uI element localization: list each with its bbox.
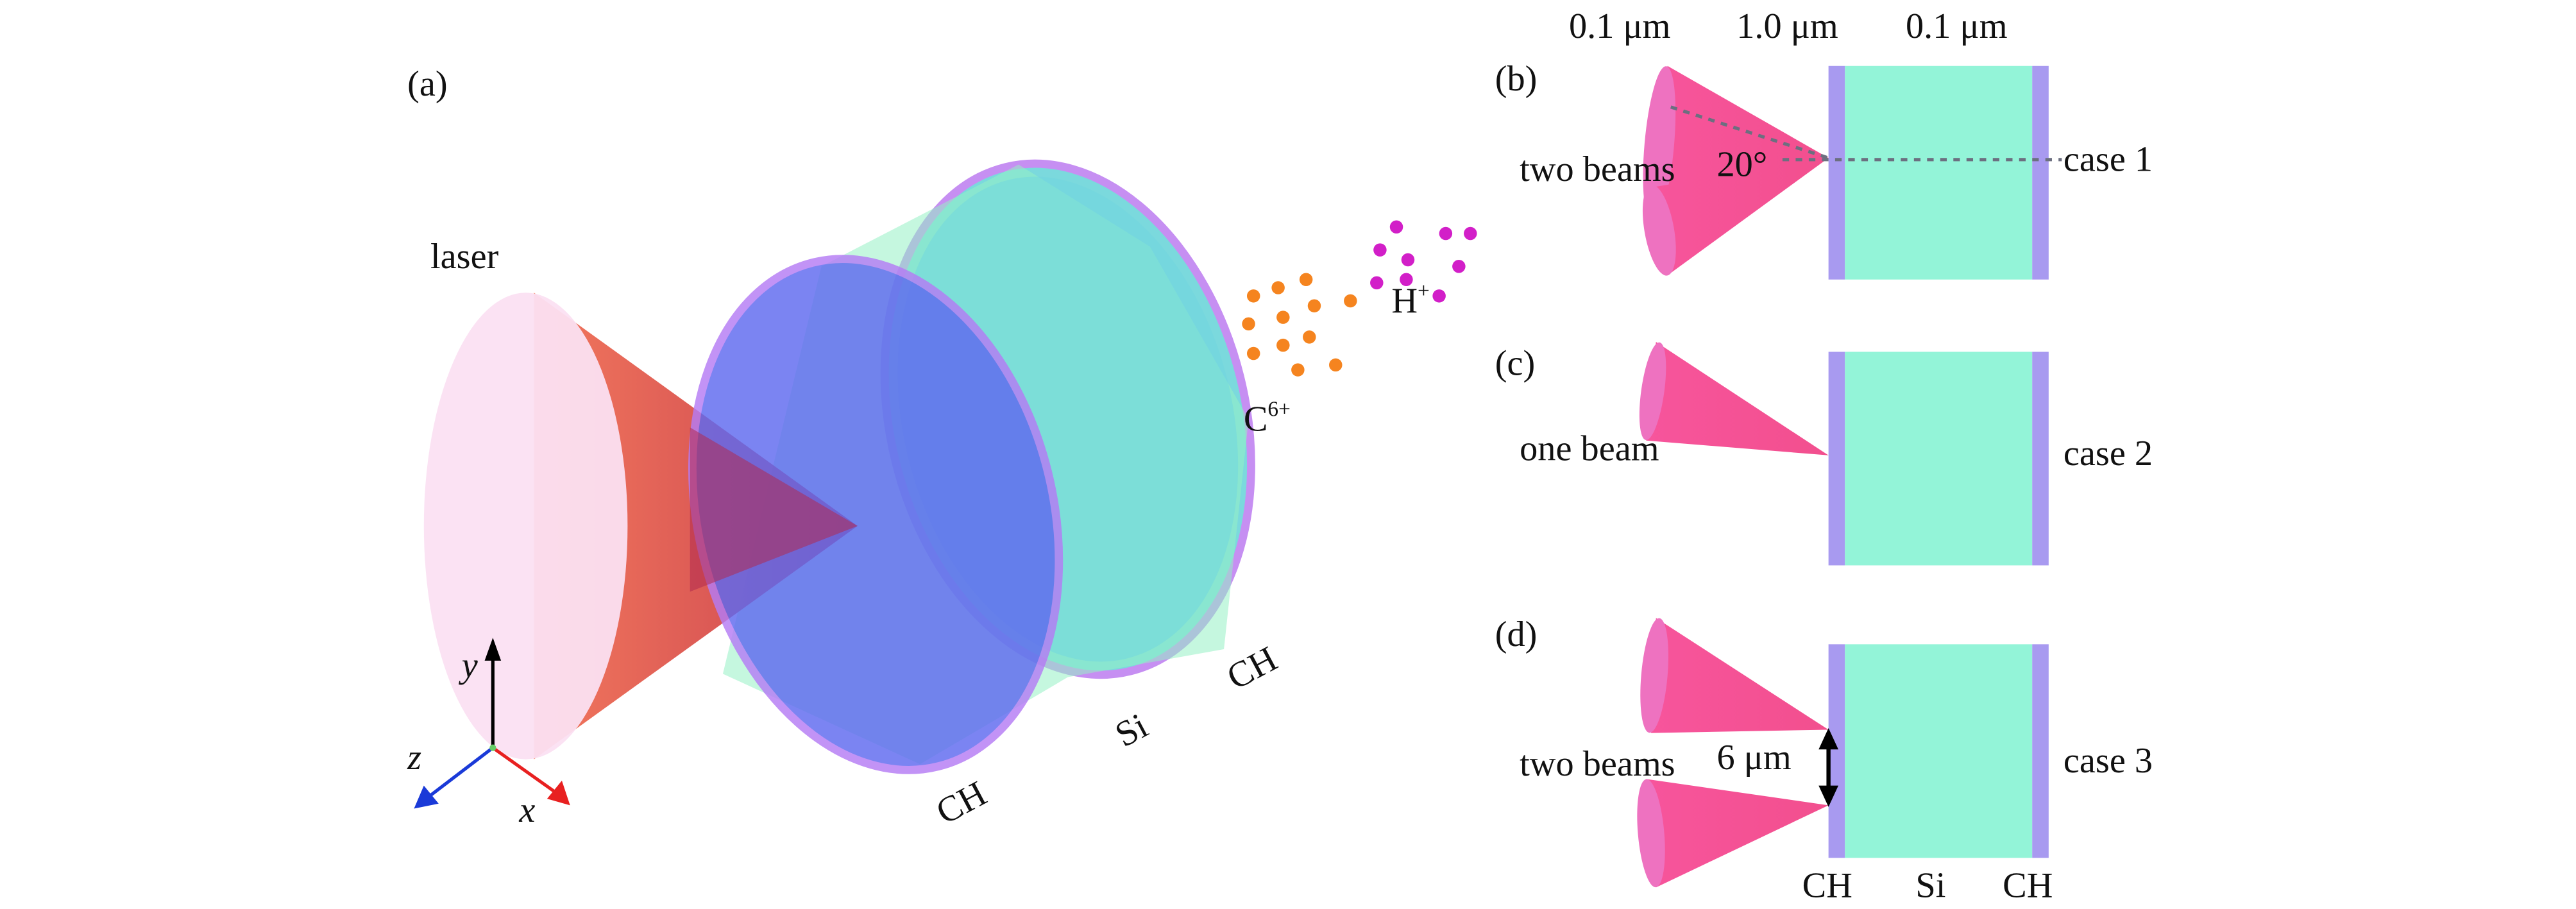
case-label-d: case 3 <box>2063 741 2153 781</box>
laser-cone-inside <box>690 427 858 592</box>
panel-d-label: (d) <box>1495 615 1538 654</box>
coordinate-axes <box>414 638 570 809</box>
si-label: Si <box>1109 706 1155 755</box>
beam-label-c: one beam <box>1520 429 1659 468</box>
z-arrow-icon <box>414 785 439 809</box>
proton-label: H+ <box>1391 279 1429 321</box>
x-arrow-icon <box>547 780 570 806</box>
back-ch-label: CH <box>1221 639 1284 697</box>
carbon-ions <box>1242 273 1357 377</box>
laser-label: laser <box>430 237 499 276</box>
bottom-label-ch-front: CH <box>1802 866 1852 906</box>
separation-label: 6 μm <box>1716 738 1791 777</box>
laser-cone-base <box>423 293 628 760</box>
x-axis-label: x <box>518 790 535 830</box>
separation-double-arrow <box>1818 727 1839 807</box>
target-slab-d <box>1828 644 2049 858</box>
thickness-ch-back: 0.1 μm <box>1906 6 2008 46</box>
bottom-label-si: Si <box>1915 866 1945 906</box>
target-cylinder <box>423 159 1255 774</box>
case-label-b: case 1 <box>2063 140 2153 180</box>
angle-label-b: 20° <box>1716 144 1767 184</box>
beam-lower-d <box>1637 779 1829 888</box>
beam-c <box>1639 342 1829 455</box>
thickness-ch-front: 0.1 μm <box>1569 6 1671 46</box>
beam-upper-d <box>1640 618 1829 733</box>
protons <box>1370 220 1477 303</box>
carbon-ion-label: C6+ <box>1244 397 1291 439</box>
z-axis-label: z <box>407 738 421 777</box>
beam-label-b: two beams <box>1520 149 1675 189</box>
panel-b-label: (b) <box>1495 59 1538 99</box>
y-axis-label: y <box>459 646 479 686</box>
beam-lower-b <box>1642 158 1829 276</box>
case-label-c: case 2 <box>2063 434 2153 473</box>
bottom-label-ch-back: CH <box>2003 866 2053 906</box>
panel-c-label: (c) <box>1495 343 1536 383</box>
beam-axis-dashed <box>1670 105 1829 160</box>
panel-a-label: (a) <box>407 64 448 104</box>
front-ch-label: CH <box>930 774 993 832</box>
target-slab-c <box>1828 352 2049 566</box>
target-slab-b <box>1828 65 2049 280</box>
y-arrow-icon <box>484 638 502 661</box>
thickness-si: 1.0 μm <box>1736 6 1838 46</box>
beam-label-d: two beams <box>1520 744 1675 784</box>
